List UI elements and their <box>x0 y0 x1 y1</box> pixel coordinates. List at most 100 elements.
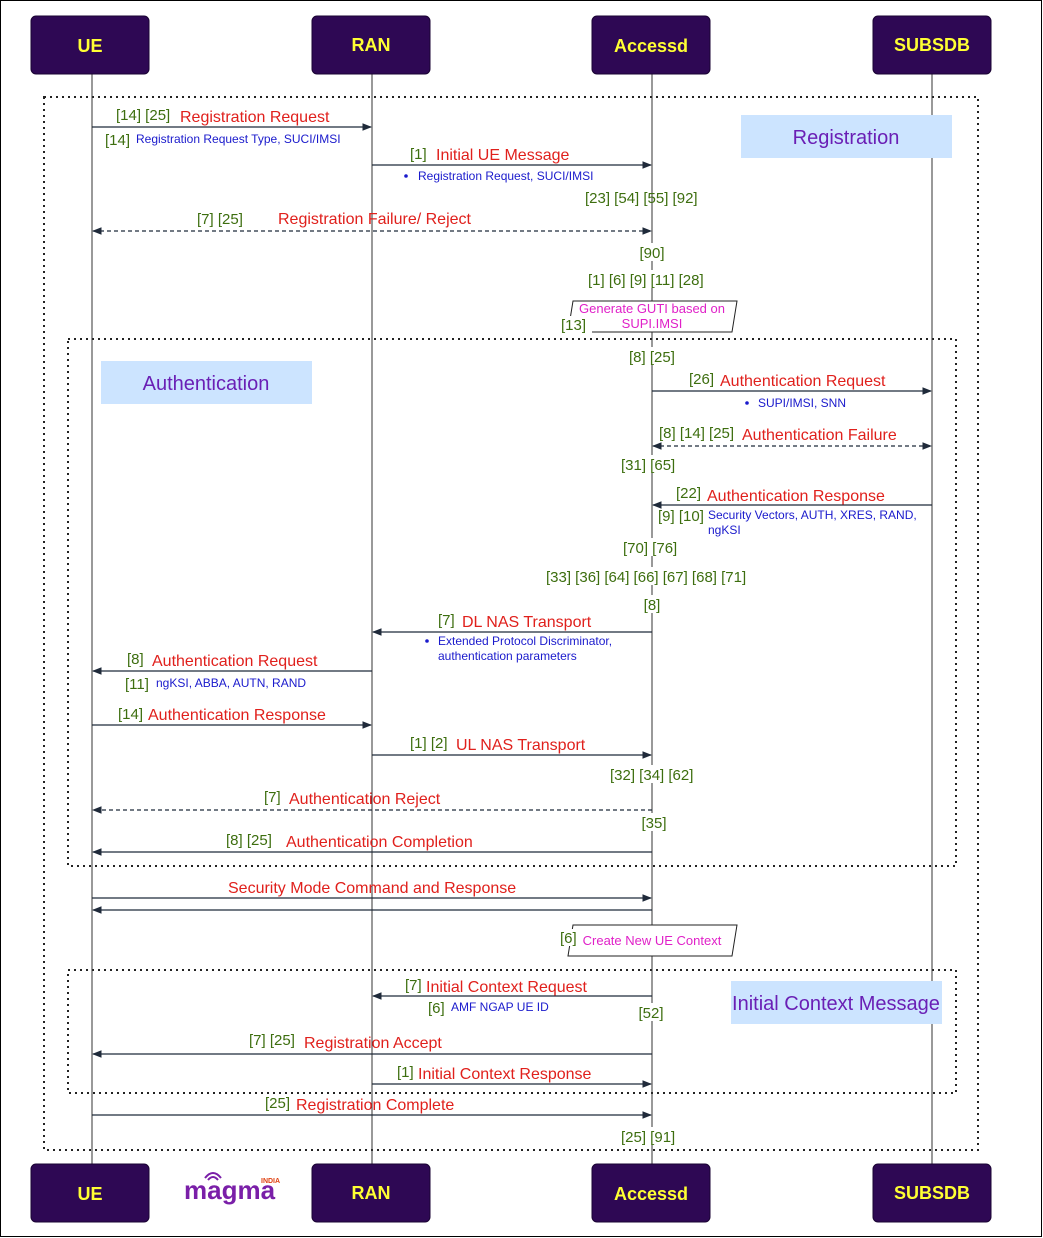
actor-accessd-bottom-label: Accessd <box>614 1184 688 1204</box>
ref-registration-failure: [7] [25] <box>197 211 243 228</box>
actor-subsdb-bottom-label: SUBSDB <box>894 1183 970 1203</box>
magma-logo: magma INDIA <box>184 1172 280 1205</box>
ref-initial-context-request: [7] <box>405 977 422 994</box>
actor-subsdb-top-label: SUBSDB <box>894 35 970 55</box>
ref-auth-response-ue: [14] <box>118 706 143 723</box>
guti-note-line1: Generate GUTI based on <box>579 301 725 316</box>
authentication-group-label: Authentication <box>143 373 270 395</box>
actor-ue-bottom <box>30 1163 150 1223</box>
accessd-ref-6: [70] [76] <box>623 540 677 557</box>
accessd-ref-2-bg <box>638 243 666 261</box>
ref-auth-request-ue-detail: [11] <box>125 676 149 693</box>
authentication-label-bg <box>101 361 312 404</box>
guti-note-ref: [13] <box>561 317 586 334</box>
logo-tag: INDIA <box>261 1178 280 1185</box>
actor-subsdb-bottom <box>872 1163 992 1223</box>
accessd-ref-4-bg <box>627 347 681 365</box>
detail-auth-request-ue: ngKSI, ABBA, AUTN, RAND <box>156 676 306 690</box>
actor-ran-bottom <box>311 1163 431 1223</box>
ue-context-note-ref: [6] <box>560 930 577 947</box>
actor-ue-top <box>30 15 150 75</box>
registration-group-box <box>43 96 979 1151</box>
ref-initial-context-detail: [6] <box>428 1000 445 1017</box>
ref-reg-req-detail: [14] <box>105 132 130 149</box>
actor-accessd-top-label: Accessd <box>614 36 688 56</box>
detail-initial-context: AMF NGAP UE ID <box>451 1000 549 1014</box>
msg-security-mode: Security Mode Command and Response <box>228 880 516 897</box>
actor-ran-top-label: RAN <box>352 35 391 55</box>
msg-auth-request-ue: Authentication Request <box>152 653 318 670</box>
actor-ran-top <box>311 15 431 75</box>
accessd-ref-11-bg <box>636 1003 666 1021</box>
msg-auth-response-subsdb: Authentication Response <box>707 488 885 505</box>
accessd-ref-12-bg <box>619 1127 683 1145</box>
accessd-ref-12: [25] [91] <box>621 1129 675 1146</box>
authentication-group-box <box>67 338 957 867</box>
accessd-ref-11: [52] <box>638 1005 663 1022</box>
msg-auth-completion: Authentication Completion <box>286 834 473 851</box>
accessd-ref-5-bg <box>619 455 681 473</box>
actor-accessd-bottom <box>591 1163 711 1223</box>
msg-ul-nas-transport: UL NAS Transport <box>456 737 586 754</box>
msg-dl-nas-transport: DL NAS Transport <box>462 614 592 631</box>
bullet-icon <box>745 401 749 405</box>
initial-context-group-box <box>67 969 957 1094</box>
actor-subsdb-top <box>872 15 992 75</box>
bullet-icon <box>425 639 429 643</box>
registration-group-label: Registration <box>793 127 900 149</box>
guti-note-line2: SUPI.IMSI <box>622 316 683 331</box>
ref-auth-response-subsdb: [22] <box>676 485 701 502</box>
msg-auth-failure: Authentication Failure <box>742 427 897 444</box>
accessd-ref-8: [8] <box>644 597 661 614</box>
detail-reg-req: Registration Request Type, SUCI/IMSI <box>136 132 341 146</box>
ref-registration-accept: [7] [25] <box>249 1032 295 1049</box>
ue-context-note-text: Create New UE Context <box>583 933 722 948</box>
msg-initial-context-response: Initial Context Response <box>418 1066 592 1083</box>
ref-auth-failure: [8] [14] [25] <box>659 425 734 442</box>
msg-initial-ue-message: Initial UE Message <box>436 147 569 164</box>
signal-icon <box>204 1172 222 1181</box>
accessd-ref-7-bg <box>544 567 762 585</box>
actor-ue-bottom-label: UE <box>77 1184 102 1204</box>
accessd-ref-8-bg <box>640 595 664 613</box>
msg-initial-context-request: Initial Context Request <box>426 979 588 996</box>
detail-dl-nas-line1: Extended Protocol Discriminator, <box>438 634 612 648</box>
guti-ref-bg <box>558 316 592 333</box>
ref-initial-context-response: [1] <box>397 1064 414 1081</box>
ref-auth-response-detail: [9] [10] <box>658 508 704 525</box>
initial-context-group-label: Initial Context Message <box>732 993 940 1015</box>
accessd-ref-2: [90] <box>639 245 664 262</box>
ref-registration-request: [14] [25] <box>116 107 170 124</box>
accessd-ref-3-bg <box>586 270 714 288</box>
msg-registration-accept: Registration Accept <box>304 1035 442 1052</box>
accessd-ref-10: [35] <box>641 815 666 832</box>
accessd-ref-7: [33] [36] [64] [66] [67] [68] [71] <box>546 569 746 586</box>
actor-accessd-top <box>591 15 711 75</box>
accessd-ref-1: [23] [54] [55] [92] <box>585 190 698 207</box>
accessd-ref-4: [8] [25] <box>629 349 675 366</box>
bullet-icon <box>404 174 408 178</box>
msg-auth-reject: Authentication Reject <box>289 791 441 808</box>
ue-context-ref-bg <box>558 929 580 946</box>
accessd-ref-10-bg <box>639 813 667 831</box>
accessd-ref-9-bg <box>608 765 702 783</box>
msg-registration-failure: Registration Failure/ Reject <box>278 211 472 228</box>
ref-auth-reject: [7] <box>264 789 281 806</box>
ref-auth-request-subsdb: [26] <box>689 371 714 388</box>
ref-auth-completion: [8] [25] <box>226 832 272 849</box>
logo-wordmark: magma <box>184 1175 276 1205</box>
initial-context-label-bg <box>731 981 942 1024</box>
ref-auth-request-ue: [8] <box>127 651 144 668</box>
detail-dl-nas-line2: authentication parameters <box>438 649 577 663</box>
detail-auth-response-line1: Security Vectors, AUTH, XRES, RAND, <box>708 508 917 522</box>
accessd-ref-3: [1] [6] [9] [11] [28] <box>588 272 704 289</box>
detail-auth-request-subsdb: SUPI/IMSI, SNN <box>758 396 846 410</box>
detail-auth-response-line2: ngKSI <box>708 523 741 537</box>
msg-auth-request-subsdb: Authentication Request <box>720 373 886 390</box>
actor-ue-top-label: UE <box>77 36 102 56</box>
ref-ul-nas-transport: [1] [2] <box>410 735 448 752</box>
detail-initial-ue: Registration Request, SUCI/IMSI <box>418 169 593 183</box>
actor-ran-bottom-label: RAN <box>352 1183 391 1203</box>
